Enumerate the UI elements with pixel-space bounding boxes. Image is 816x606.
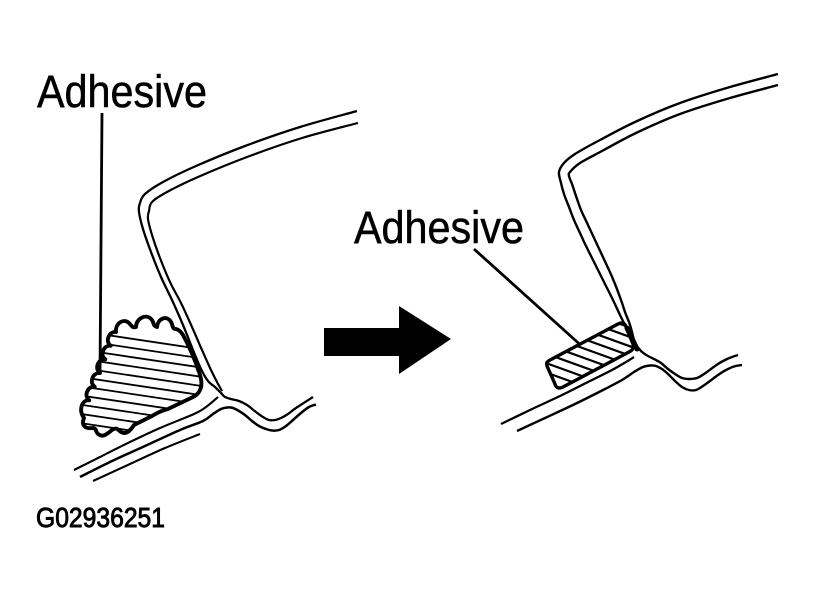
svg-text:Adhesive: Adhesive — [37, 66, 207, 117]
svg-text:Adhesive: Adhesive — [354, 202, 524, 253]
svg-text:G02936251: G02936251 — [36, 502, 165, 533]
